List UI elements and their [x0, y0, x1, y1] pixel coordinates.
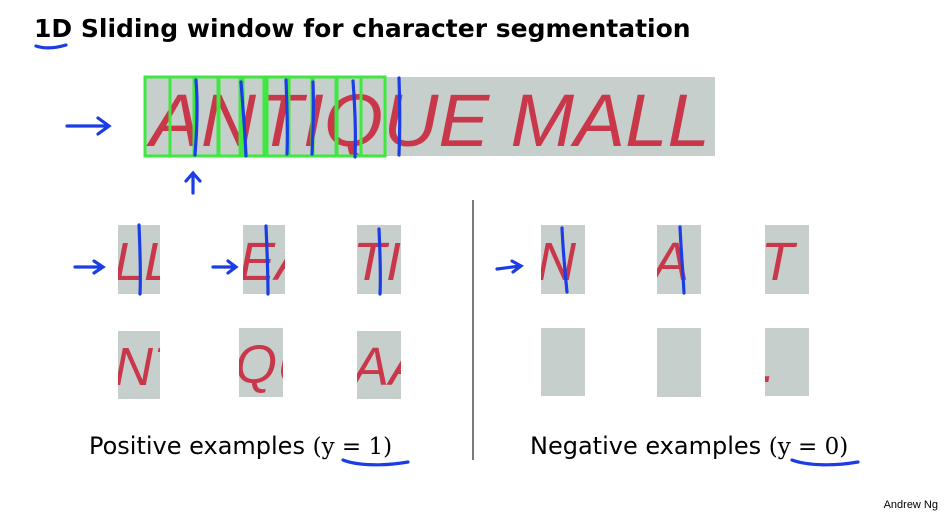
positive-patch: QU: [235, 328, 317, 397]
negative-patch-letters: N: [537, 232, 577, 292]
formula-underline-ink: [792, 460, 858, 465]
negative-patch-background: [657, 328, 701, 397]
positive-patch: EA: [239, 225, 311, 294]
segment-mark: [286, 80, 287, 154]
segment-mark: [379, 229, 380, 294]
arrow-icon: [75, 261, 103, 273]
positive-patch-letters: EA: [239, 232, 311, 292]
negative-caption-text: Negative examples: [530, 432, 761, 460]
segment-mark: [399, 78, 400, 155]
positive-patch-letters: AA: [350, 337, 425, 397]
negative-patch-background: [541, 328, 585, 396]
positive-patch: NT: [114, 331, 190, 399]
negative-patch: .: [761, 328, 809, 396]
negative-patch: A: [650, 225, 701, 294]
positive-caption-text: Positive examples: [89, 432, 305, 460]
negative-patch: T: [761, 225, 809, 294]
arrow-icon: [67, 118, 109, 134]
positive-patch-letters: QU: [235, 335, 317, 395]
segment-mark: [312, 82, 313, 154]
patch-ink: [75, 225, 858, 465]
text-image: ANTIQUE MALL: [146, 77, 715, 162]
negative-patch-letters: T: [761, 232, 798, 292]
segment-mark: [139, 225, 140, 294]
positive-patch: LL: [114, 225, 174, 294]
positive-patch: AA: [350, 331, 425, 399]
formula-underline-ink: [343, 460, 408, 465]
negative-formula: (y = 0): [769, 434, 848, 460]
title-underline-ink: [36, 45, 66, 48]
positive-caption: Positive examples (y = 1): [89, 432, 392, 460]
author-credit: Andrew Ng: [884, 499, 938, 511]
positive-patch-letters: TI: [353, 232, 401, 292]
positive-patch: TI: [353, 225, 401, 294]
negative-patch: [541, 328, 585, 396]
up-arrow-icon: [186, 173, 200, 193]
arrow-icon: [497, 261, 521, 272]
negative-patch: [657, 328, 701, 397]
negative-caption: Negative examples (y = 0): [530, 432, 848, 460]
positive-patch-letters: NT: [114, 337, 190, 397]
positive-patch-letters: LL: [114, 232, 174, 292]
negative-patch-letters: .: [761, 334, 776, 394]
arrow-icon: [213, 261, 236, 273]
positive-formula: (y = 1): [313, 434, 392, 460]
text-image-letters: ANTIQUE MALL: [146, 79, 710, 162]
